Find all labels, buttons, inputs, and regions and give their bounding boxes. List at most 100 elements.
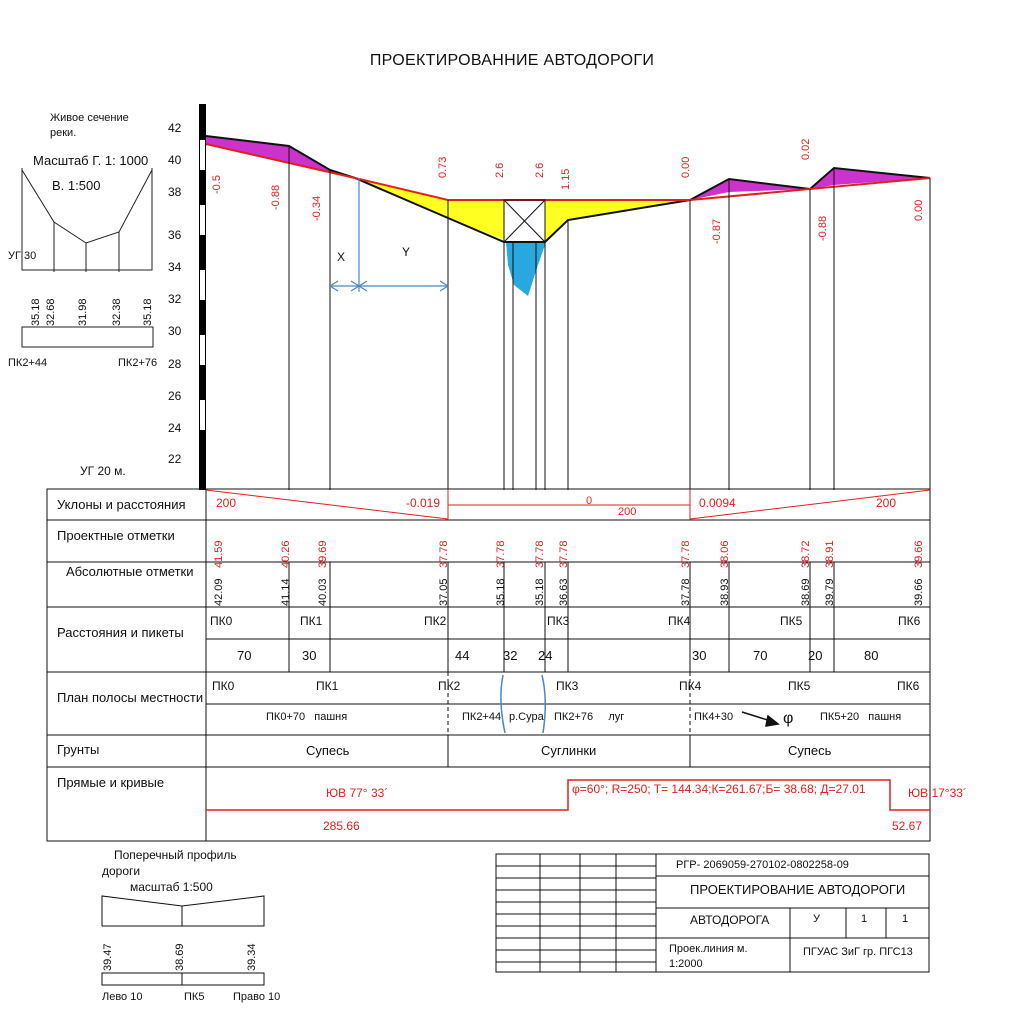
- y-tick: 38: [168, 185, 182, 199]
- stamp-line-scale: 1:2000: [669, 958, 703, 970]
- plan-picket: ПК3: [556, 679, 579, 693]
- abs-mark: 42.09: [213, 578, 225, 606]
- plan-note: ПК4+30: [694, 711, 734, 723]
- stamp-cell: У: [813, 913, 820, 925]
- river-right-pk: ПК2+76: [118, 357, 158, 369]
- river-elev: 31.98: [77, 298, 89, 326]
- length-1: 285.66: [323, 819, 360, 833]
- stamp-line: Проек.линия м.: [669, 943, 748, 955]
- stamp-name: АВТОДОРОГА: [690, 913, 770, 927]
- picket-label: ПК0: [210, 614, 233, 628]
- plan-picket: ПК2: [438, 679, 461, 693]
- river-section-drawing: [21, 168, 154, 348]
- height-value: 0.00: [680, 156, 692, 178]
- river-elev: 32.38: [111, 298, 123, 326]
- stamp-cell: 1: [902, 913, 909, 925]
- slope-length: 200: [876, 496, 897, 510]
- height-value: 2.6: [494, 162, 506, 178]
- design-mark: 38.06: [719, 540, 731, 568]
- cross-left: Лево 10: [102, 991, 143, 1003]
- row-header-distances: Расстояния и пикеты: [57, 625, 184, 640]
- distance-value: 24: [538, 648, 553, 663]
- river-plan-marks: [500, 674, 546, 734]
- plan-note: ПК2+76 луг: [554, 711, 625, 723]
- river-water: [506, 242, 546, 296]
- picket-label: ПК3: [547, 614, 570, 628]
- river-caption-1: Живое сечение: [50, 112, 129, 124]
- abs-mark: 40.03: [317, 578, 329, 606]
- slope-length: 200: [618, 506, 637, 518]
- y-tick: 30: [168, 324, 182, 338]
- picket-label: ПК4: [668, 614, 691, 628]
- river-ug: УГ 30: [8, 250, 37, 262]
- design-mark: 37.78: [558, 540, 570, 568]
- river-scale-v: В. 1:500: [52, 178, 101, 193]
- height-value: 0.73: [437, 156, 449, 178]
- cross-elev: 38.69: [174, 943, 186, 971]
- cross-center: ПК5: [184, 991, 205, 1003]
- cross-right: Право 10: [233, 991, 281, 1003]
- picket-label: ПК5: [780, 614, 803, 628]
- abs-mark: 41.14: [280, 578, 292, 606]
- abs-mark: 37.05: [438, 578, 450, 606]
- cross-elev: 39.34: [246, 943, 258, 971]
- design-mark: 39.66: [913, 540, 925, 568]
- design-mark: 37.78: [534, 540, 546, 568]
- abs-mark: 35.18: [534, 578, 546, 606]
- y-tick: 40: [168, 153, 182, 167]
- row-header-slopes: Уклоны и расстояния: [57, 497, 186, 512]
- plan-note-river: р.Сура: [509, 711, 544, 723]
- design-mark: 39.69: [317, 540, 329, 568]
- y-tick: 24: [168, 421, 182, 435]
- plan-note: ПК0+70 пашня: [266, 711, 348, 723]
- direction-1: ЮВ 77° 33´: [326, 786, 389, 800]
- design-mark: 40.26: [280, 540, 292, 568]
- length-2: 52.67: [892, 819, 923, 833]
- stamp-code: РГР- 2069059-270102-0802258-09: [676, 859, 849, 871]
- distance-value: 80: [864, 648, 879, 663]
- design-mark: 37.78: [438, 540, 450, 568]
- slope-diagonals: [205, 489, 931, 520]
- picket-label: ПК2: [424, 614, 447, 628]
- abs-mark: 36.63: [558, 578, 570, 606]
- row-header-plan: План полосы местности: [57, 690, 204, 705]
- y-tick: 32: [168, 292, 182, 306]
- distance-value: 70: [237, 648, 252, 663]
- profile-table-grid: [46, 488, 931, 842]
- height-value: -0.34: [311, 195, 323, 221]
- plan-picket: ПК4: [679, 679, 702, 693]
- plan-picket: ПК5: [788, 679, 811, 693]
- picket-label: ПК6: [898, 614, 921, 628]
- abs-mark: 35.18: [495, 578, 507, 606]
- height-value: -0.88: [270, 184, 282, 210]
- cross-profile-title: Поперечный профиль: [114, 848, 237, 862]
- plan-picket: ПК1: [316, 679, 339, 693]
- y-tick: 36: [168, 228, 182, 242]
- y-axis-ug: УГ 20 м.: [80, 464, 126, 478]
- abs-mark: 39.79: [824, 578, 836, 606]
- distance-value: 20: [808, 648, 823, 663]
- slope-value: -0.019: [406, 496, 441, 510]
- picket-label: ПК1: [300, 614, 323, 628]
- river-left-pk: ПК2+44: [8, 357, 48, 369]
- slope-length: 200: [216, 496, 237, 510]
- row-header-soils: Грунты: [57, 742, 100, 757]
- design-mark: 38.72: [800, 540, 812, 568]
- plan-picket: ПК0: [212, 679, 235, 693]
- soil-label: Супесь: [788, 743, 832, 758]
- station-lines: [288, 146, 931, 490]
- height-value: -0.5: [211, 175, 223, 194]
- y-tick: 28: [168, 357, 182, 371]
- height-value: 2.6: [534, 162, 546, 178]
- y-tick: 22: [168, 452, 182, 466]
- river-caption-2: реки.: [50, 127, 77, 139]
- plan-note: ПК2+44: [462, 711, 502, 723]
- phi-arrow: [741, 711, 780, 727]
- stamp-title: ПРОЕКТИРОВАНИЕ АВТОДОРОГИ: [690, 882, 906, 897]
- y-tick: 26: [168, 389, 182, 403]
- design-mark: 37.78: [680, 540, 692, 568]
- row-header-design: Проектные отметки: [57, 528, 175, 543]
- distance-value: 70: [753, 648, 768, 663]
- cut-areas: [206, 136, 930, 200]
